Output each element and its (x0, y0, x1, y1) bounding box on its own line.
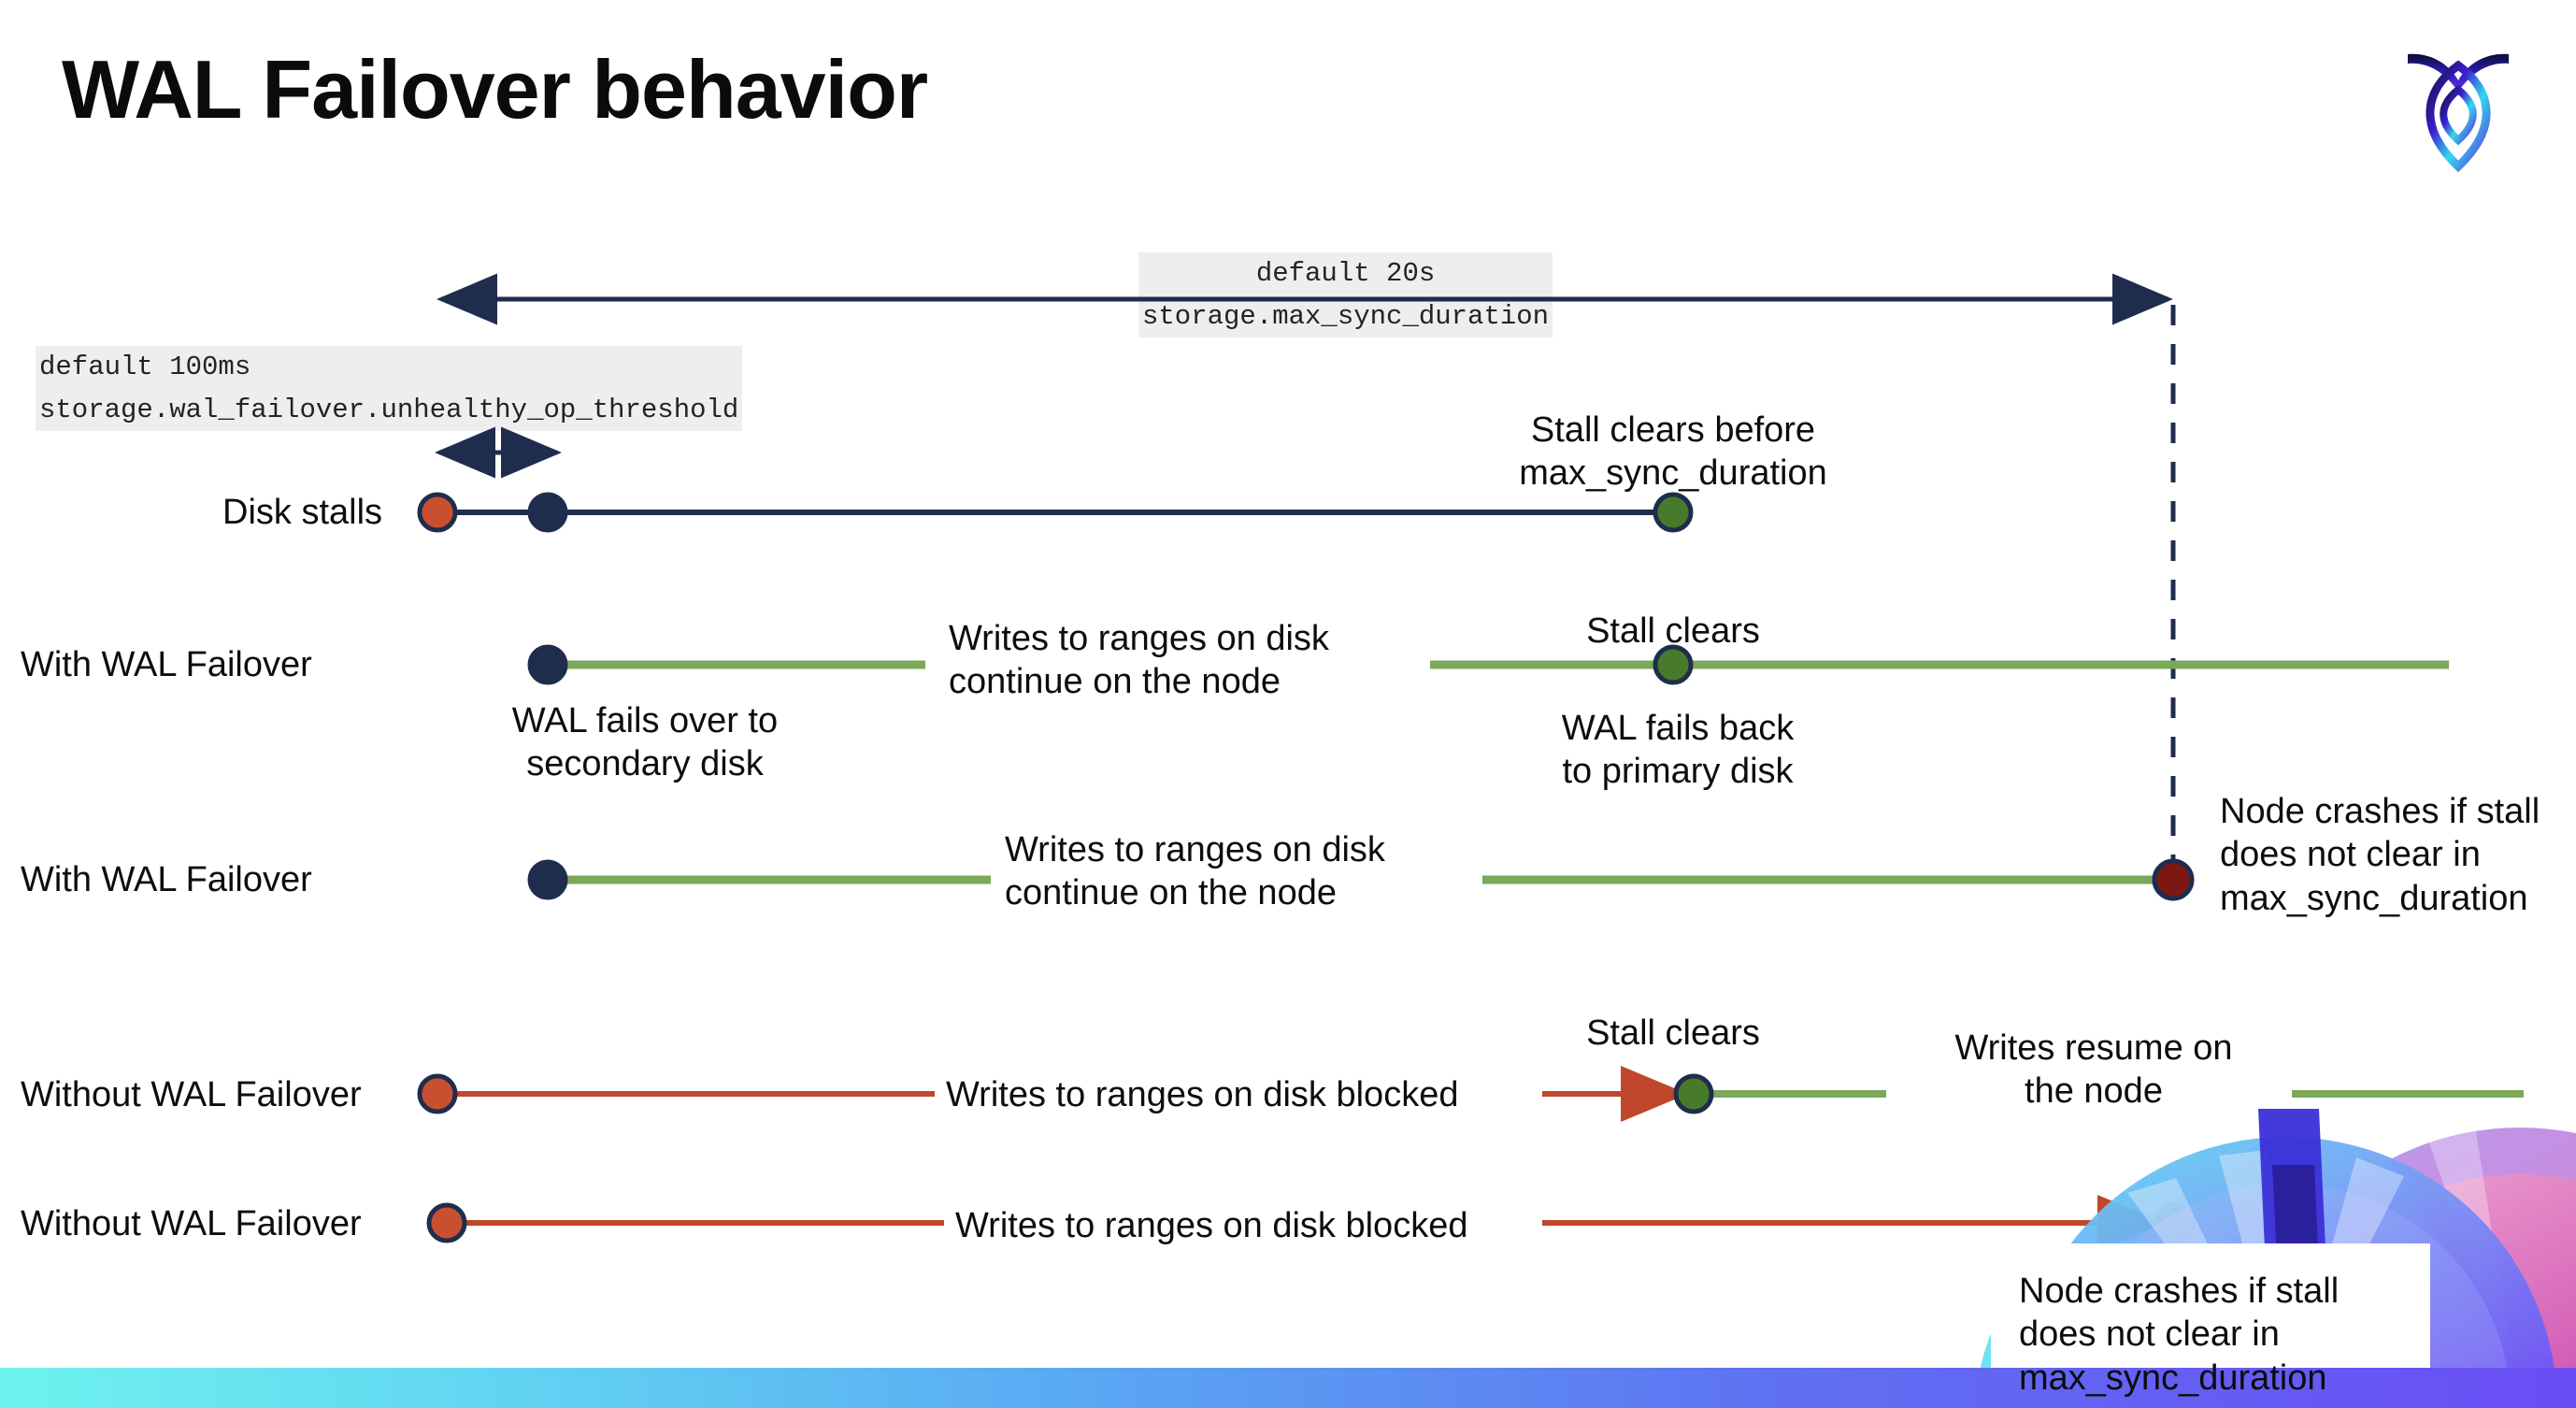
setting-unhealthy-op-threshold: default 100ms storage.wal_failover.unhea… (36, 346, 743, 431)
setting-key: storage.wal_failover.unhealthy_op_thresh… (36, 388, 743, 431)
anno-stall-clears-1: Stall clears (1586, 611, 1760, 651)
row-without-wal-failover-1-track (417, 1066, 2524, 1122)
row-label-disk-stalls: Disk stalls (222, 493, 383, 532)
row-label-with-wal-failover-1: With WAL Failover (21, 645, 312, 684)
bottom-gradient-bar (0, 1368, 2576, 1408)
row-label-without-wal-failover-2: Without WAL Failover (21, 1204, 362, 1243)
page-title: WAL Failover behavior (62, 43, 928, 136)
row-with-wal-failover-2-track (527, 858, 2195, 901)
row-with-wal-failover-1-track (527, 644, 2449, 685)
row-label-with-wal-failover-2: With WAL Failover (21, 860, 312, 899)
anno-writes-blocked-2: Writes to ranges on disk blocked (955, 1206, 1468, 1245)
anno-stall-clears-2: Stall clears (1586, 1013, 1760, 1053)
setting-default-value: default 100ms (36, 346, 743, 389)
cockroachdb-logo-icon (2402, 36, 2514, 176)
row-label-without-wal-failover-1: Without WAL Failover (21, 1075, 362, 1114)
row-disk-stalls-track (417, 492, 1694, 533)
anno-writes-blocked-1: Writes to ranges on disk blocked (946, 1075, 1459, 1114)
